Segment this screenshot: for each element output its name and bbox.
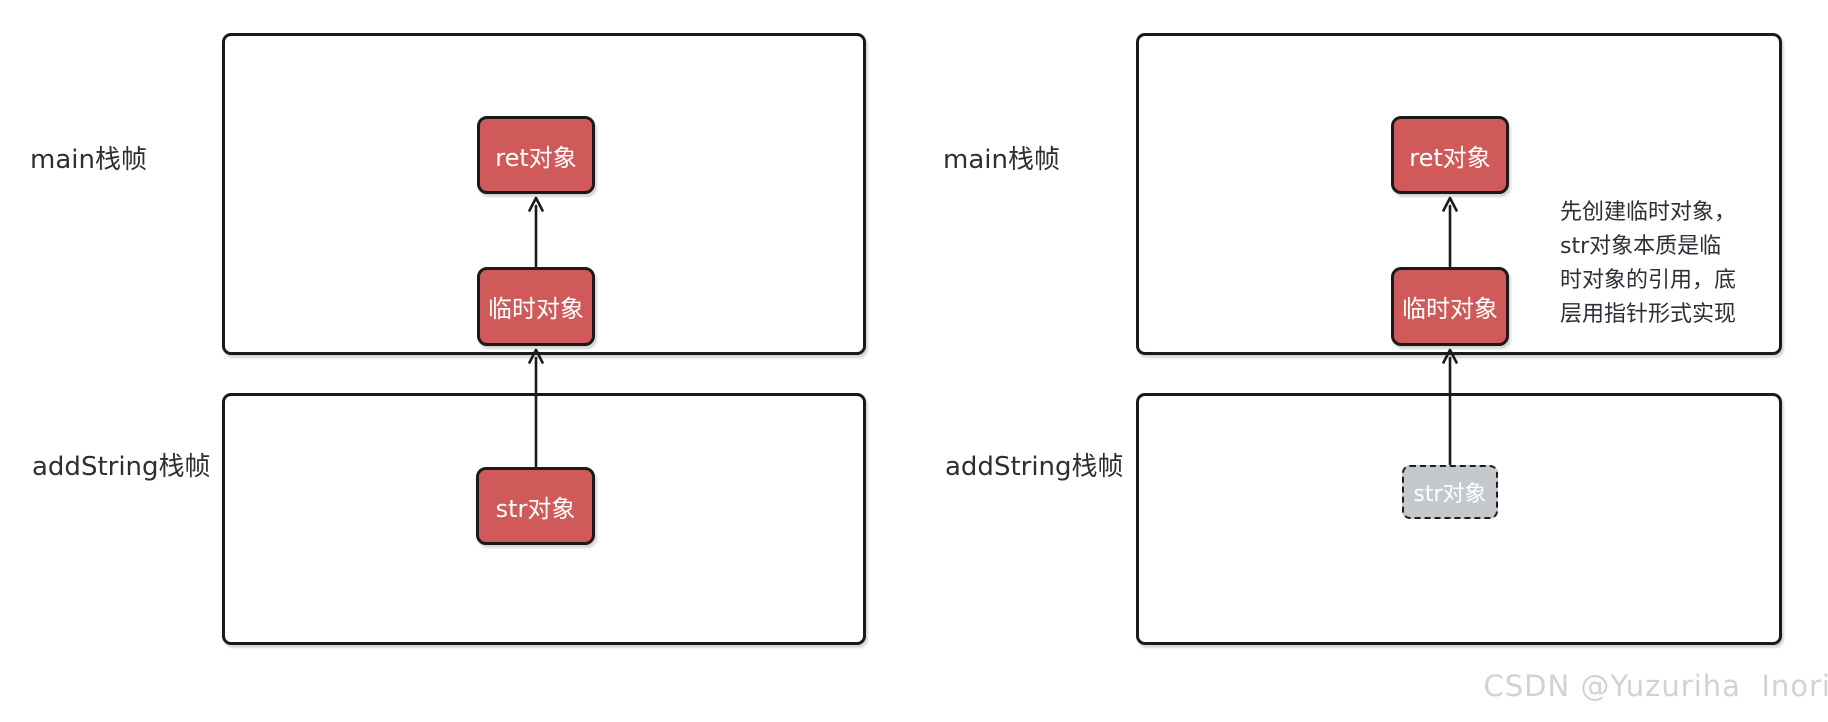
left-temp-object-box: 临时对象 [477, 267, 595, 346]
right-arrow-str-to-temp-head [1442, 348, 1458, 364]
left-str-object-box: str对象 [476, 467, 595, 545]
left-main-frame-label: main栈帧 [30, 145, 147, 175]
left-arrow-str-to-temp-head [528, 348, 544, 364]
right-str-object-box: str对象 [1402, 465, 1498, 519]
right-addstring-frame-rect [1136, 393, 1782, 645]
annotation-line-1: 先创建临时对象， [1560, 200, 1737, 225]
right-temp-object-box: 临时对象 [1391, 267, 1509, 346]
right-ret-object-box: ret对象 [1391, 116, 1509, 194]
left-ret-object-box: ret对象 [477, 116, 595, 194]
right-annotation: 先创建临时对象， str对象本质是临 时对象的引用，底 层用指针形式实现 [1560, 196, 1736, 332]
annotation-line-3: 时对象的引用，底 [1560, 268, 1737, 293]
right-arrow-temp-to-ret-head [1442, 196, 1458, 212]
left-arrow-temp-to-ret-head [528, 196, 544, 212]
right-main-frame-label: main栈帧 [943, 145, 1060, 175]
right-addstring-frame-label: addString栈帧 [945, 452, 1124, 482]
csdn-watermark: CSDN @Yuzuriha Inori [1483, 669, 1828, 703]
annotation-line-4: 层用指针形式实现 [1560, 302, 1737, 327]
annotation-line-2: str对象本质是临 [1560, 234, 1722, 259]
left-addstring-frame-label: addString栈帧 [32, 452, 211, 482]
